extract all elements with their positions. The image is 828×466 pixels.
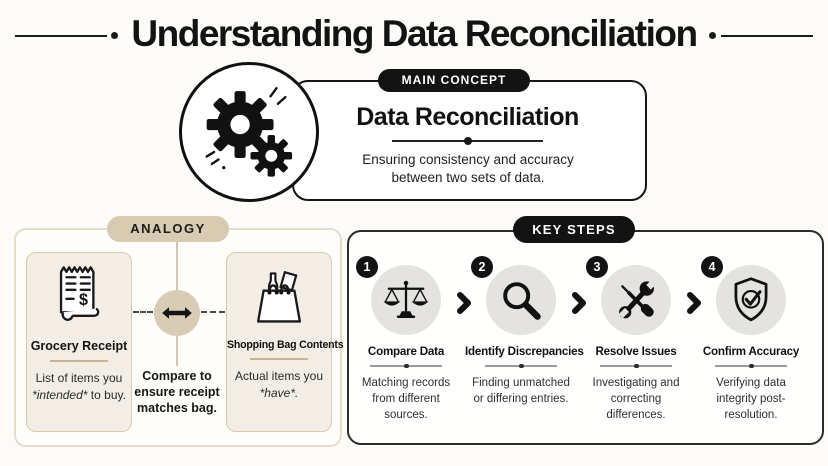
receipt-desc-suffix: to buy. bbox=[90, 387, 126, 402]
bag-card-title: Shopping Bag Contents bbox=[227, 339, 344, 351]
analogy-dash-left bbox=[133, 311, 153, 313]
page-title: Understanding Data Reconciliation bbox=[131, 13, 698, 54]
receipt-desc-emphasis: *intended* bbox=[32, 387, 88, 402]
step-3-description: Investigating and correcting differences… bbox=[592, 377, 680, 421]
receipt-icon-wrap: $ bbox=[27, 262, 131, 332]
step-column-resolve-issues: 3 Resolve Issues Investigating and corre… bbox=[580, 253, 692, 423]
chevron-right-icon bbox=[572, 292, 586, 314]
grocery-receipt-card: $ Grocery Receipt List of items you *int… bbox=[26, 252, 132, 432]
step-1-title: Compare Data bbox=[367, 345, 445, 358]
chevron-right-icon bbox=[457, 292, 471, 314]
step-2-circle: 2 bbox=[471, 256, 556, 335]
step-1-divider-dot bbox=[404, 364, 409, 368]
magnifier-icon bbox=[503, 282, 541, 320]
tools-icon bbox=[618, 278, 658, 319]
title-rule-right bbox=[721, 35, 813, 37]
bag-desc-prefix: Actual items you bbox=[234, 369, 324, 383]
shopping-bag-icon bbox=[256, 270, 302, 323]
shopping-bag-card: Shopping Bag Contents Actual items you *… bbox=[226, 252, 344, 432]
step-2-number-badge: 2 bbox=[471, 256, 493, 278]
main-concept-badge: MAIN CONCEPT bbox=[378, 69, 530, 92]
svg-text:$: $ bbox=[79, 291, 88, 309]
compare-description: Compare to ensure receipt matches bag. bbox=[134, 369, 220, 415]
step-1-description: Matching records from different sources. bbox=[361, 377, 451, 421]
shield-check-icon bbox=[734, 277, 768, 322]
analogy-connector-line-top bbox=[176, 242, 178, 290]
step-1-circle: 1 bbox=[356, 256, 441, 335]
compare-circle bbox=[154, 290, 200, 336]
analogy-dash-right bbox=[201, 311, 225, 313]
gears-icon bbox=[205, 86, 293, 177]
receipt-card-divider bbox=[50, 360, 108, 362]
analogy-connector-line-bottom bbox=[176, 336, 178, 366]
step-column-confirm-accuracy: 4 Confirm Accuracy Verifying data integr… bbox=[695, 253, 807, 423]
step-4-title: Confirm Accuracy bbox=[702, 345, 800, 358]
step-4-divider bbox=[715, 364, 787, 368]
analogy-badge: ANALOGY bbox=[107, 216, 229, 242]
chevron-right-icon bbox=[687, 292, 701, 314]
bag-card-description: Actual items you *have*. bbox=[231, 368, 327, 401]
main-concept-description: Ensuring consistency and accuracy betwee… bbox=[362, 152, 574, 185]
receipt-card-description: List of items you *intended* to buy. bbox=[31, 370, 127, 403]
title-rule-right-dot bbox=[709, 32, 716, 39]
receipt-icon: $ bbox=[59, 266, 100, 321]
step-1-number-badge: 1 bbox=[356, 256, 378, 278]
title-rule-left-dot bbox=[111, 32, 118, 39]
step-2-title: Identify Discrepancies bbox=[465, 345, 584, 358]
step-3-number-badge: 3 bbox=[586, 256, 608, 278]
step-2-description: Finding unmatched or differing entries. bbox=[472, 377, 570, 405]
step-4-divider-dot bbox=[749, 364, 754, 368]
step-2-divider bbox=[485, 364, 557, 368]
step-2-divider-dot bbox=[519, 364, 524, 368]
step-4-circle: 4 bbox=[701, 256, 786, 335]
main-concept-divider-dot bbox=[464, 137, 472, 145]
double-arrow-icon bbox=[162, 307, 192, 319]
step-column-identify-discrepancies: 2 Identify Discrepancies Finding unmatch… bbox=[465, 253, 584, 407]
bag-card-divider bbox=[250, 358, 308, 360]
step-3-divider bbox=[600, 364, 672, 368]
title-rule-left bbox=[15, 35, 107, 37]
shopping-bag-icon-wrap bbox=[227, 262, 331, 332]
scales-icon bbox=[383, 280, 429, 318]
receipt-card-title: Grocery Receipt bbox=[30, 339, 128, 353]
step-1-divider bbox=[370, 364, 442, 368]
step-3-circle: 3 bbox=[586, 256, 671, 335]
step-3-divider-dot bbox=[634, 364, 639, 368]
step-column-compare-data: 1 Compare Data Matching records from dif… bbox=[350, 253, 462, 423]
receipt-desc-prefix: List of items you bbox=[35, 371, 123, 385]
step-4-number-badge: 4 bbox=[701, 256, 723, 278]
bag-desc-emphasis: *have*. bbox=[259, 385, 299, 400]
step-3-title: Resolve Issues bbox=[595, 345, 677, 358]
step-4-description: Verifying data integrity post-resolution… bbox=[716, 377, 786, 421]
main-concept-title: Data Reconciliation bbox=[356, 103, 579, 131]
main-concept-circle bbox=[179, 62, 319, 202]
key-steps-badge: KEY STEPS bbox=[513, 216, 635, 243]
